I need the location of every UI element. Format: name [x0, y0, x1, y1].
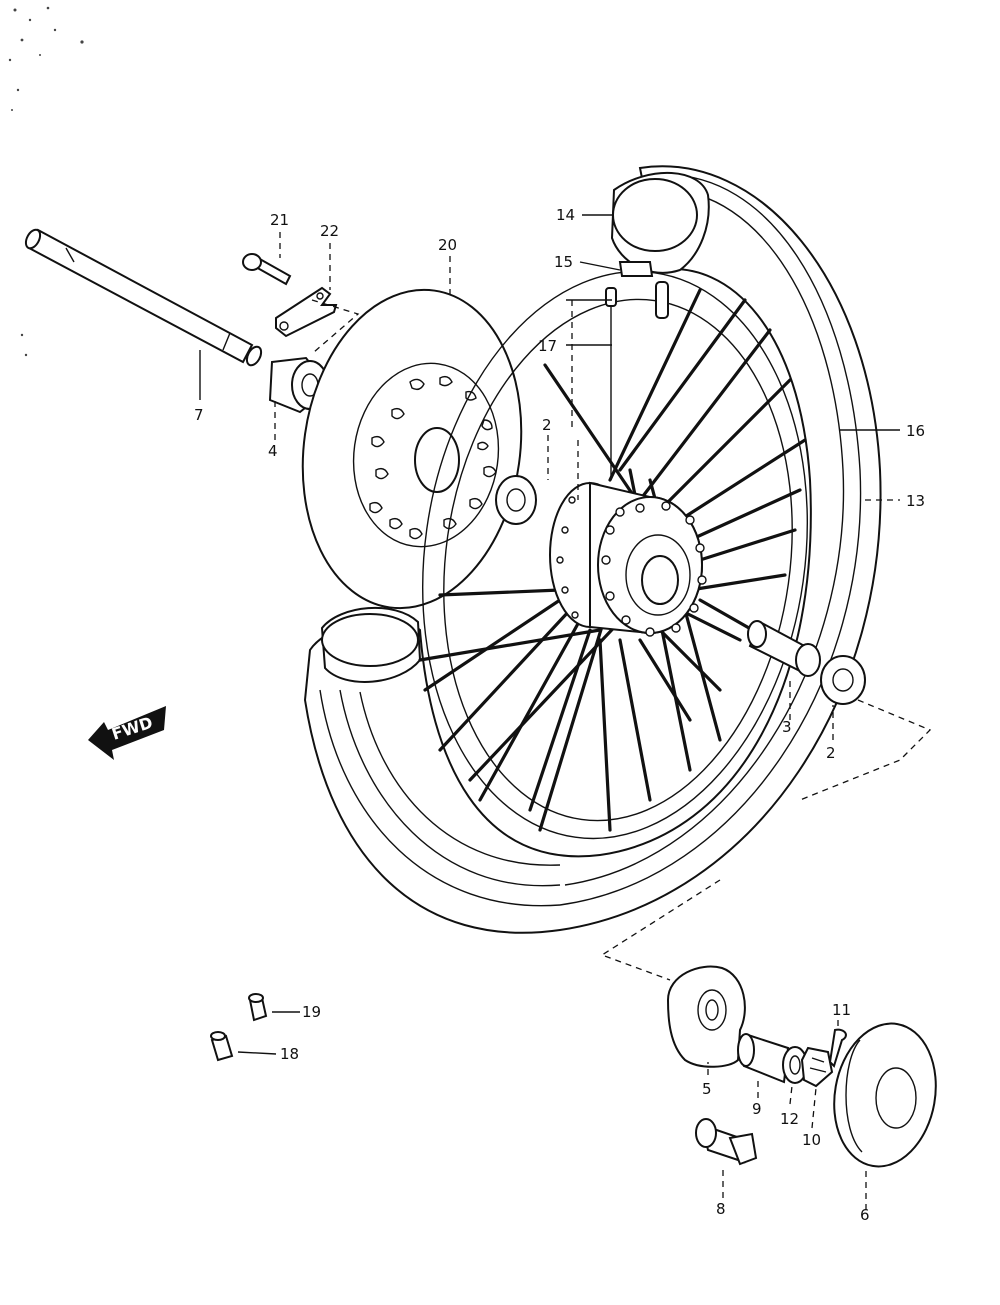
leader-lines [199, 214, 900, 1210]
callout-4: 4 [268, 442, 278, 460]
callout-8: 8 [716, 1200, 726, 1218]
callout-16: 16 [906, 422, 925, 440]
callout-6: 6 [860, 1206, 870, 1224]
callout-12: 12 [780, 1110, 799, 1128]
forward-direction-arrow: FWD [88, 706, 166, 760]
callout-2-upper: 2 [542, 416, 552, 434]
wheel-bearing-right [820, 655, 866, 705]
front-axle [24, 228, 263, 367]
hub-spacer [747, 620, 821, 677]
tire-and-rim [303, 165, 882, 934]
speedometer-drive-gear [737, 1033, 790, 1084]
dust-cover [833, 1022, 937, 1168]
callout-17: 17 [538, 337, 557, 355]
spoke-nipple-19 [248, 993, 268, 1022]
callout-21: 21 [270, 211, 289, 229]
callout-7: 7 [194, 406, 204, 424]
brake-disc [301, 288, 523, 610]
callout-11: 11 [832, 1001, 851, 1019]
tube-valve [618, 261, 669, 319]
spoke-and-nipple [605, 287, 617, 480]
inner-tube [320, 172, 710, 683]
callout-20: 20 [438, 236, 457, 254]
callout-13: 13 [906, 492, 925, 510]
callout-labels: 21 22 20 14 15 17 7 4 2 16 13 3 2 19 18 … [194, 206, 925, 1224]
callout-3: 3 [782, 718, 792, 736]
callout-10: 10 [802, 1131, 821, 1149]
axle-nut [800, 1046, 834, 1088]
callout-9: 9 [752, 1100, 762, 1118]
cotter-pin [828, 1028, 847, 1068]
speedometer-gearbox [666, 965, 746, 1068]
callout-14: 14 [556, 206, 575, 224]
wheel-hub [549, 481, 707, 637]
disc-bolt [242, 253, 292, 286]
callout-18: 18 [280, 1045, 299, 1063]
callout-5: 5 [702, 1080, 712, 1098]
spoke-nipple-18 [210, 1031, 234, 1062]
callout-2-lower: 2 [826, 744, 836, 762]
wheel-bearing-left [495, 475, 537, 525]
callout-15: 15 [554, 253, 573, 271]
lock-washer [275, 286, 360, 353]
callout-22: 22 [320, 222, 339, 240]
axle-collar [695, 1118, 758, 1166]
scan-noise [8, 6, 84, 357]
callout-19: 19 [302, 1003, 321, 1021]
